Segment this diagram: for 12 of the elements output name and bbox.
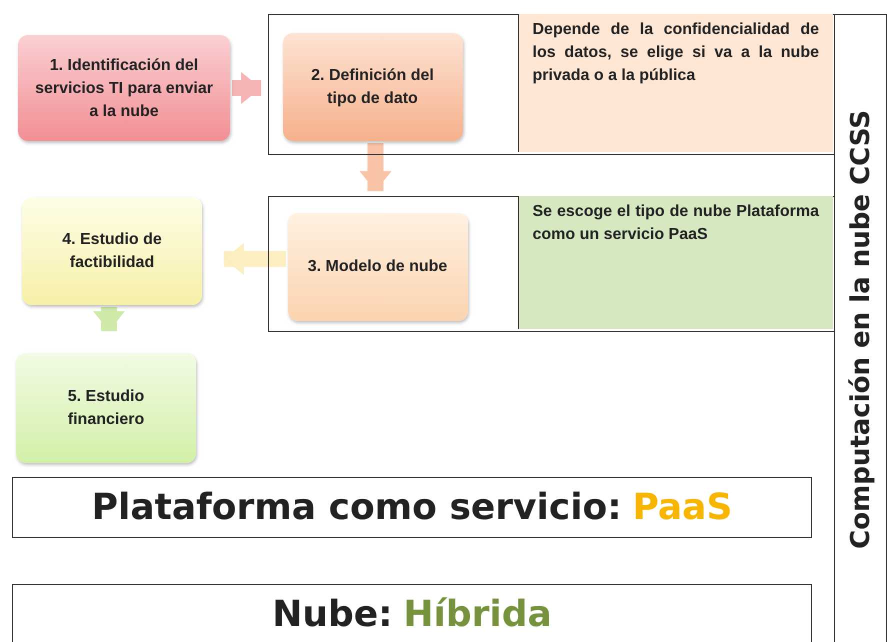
vertical-banner: Computación en la nube CCSS	[834, 14, 887, 642]
process-box: 5. Estudio financiero	[16, 353, 196, 463]
banner-box: Plataforma como servicio: PaaS	[12, 477, 812, 538]
process-box: 1. Identificación del servicios TI para enviar a la nube	[18, 35, 230, 141]
process-box: 2. Definición del tipo de dato	[282, 32, 462, 140]
description-cell: Depende de la confidencialidad de los datos, se elige si va a la nube privada o a la pública	[518, 14, 833, 152]
process-box: 4. Estudio de factibilidad	[22, 197, 202, 305]
description-cell: Se escoge el tipo de nube Plataforma como un servicio PaaS	[518, 196, 833, 328]
frame-box	[268, 14, 835, 155]
frame-box	[268, 196, 835, 332]
process-box: 3. Modelo de nube	[288, 212, 468, 320]
banner-box: Nube: Híbrida	[12, 584, 812, 642]
